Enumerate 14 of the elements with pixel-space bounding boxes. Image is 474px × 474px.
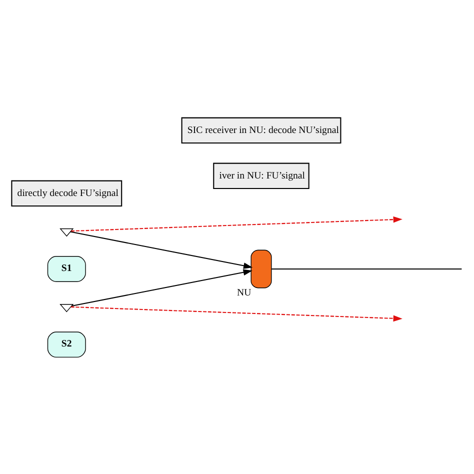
- node-box: S2: [47, 331, 86, 358]
- node-box: directly decode FU’signal: [11, 180, 122, 206]
- connector: [272, 268, 462, 270]
- node-box: SIC receiver in NU: decode NU’signal: [181, 116, 342, 144]
- node-triangle: [60, 228, 74, 236]
- node-box: S1: [47, 256, 86, 282]
- node-triangle: [60, 304, 74, 312]
- arrow: [71, 216, 402, 232]
- arrow: [70, 230, 253, 268]
- arrow: [71, 268, 252, 306]
- node-phone: [250, 249, 272, 288]
- node-label: NU: [237, 287, 252, 298]
- arrow: [70, 306, 402, 322]
- node-box: iver in NU: FU’signal: [213, 162, 310, 189]
